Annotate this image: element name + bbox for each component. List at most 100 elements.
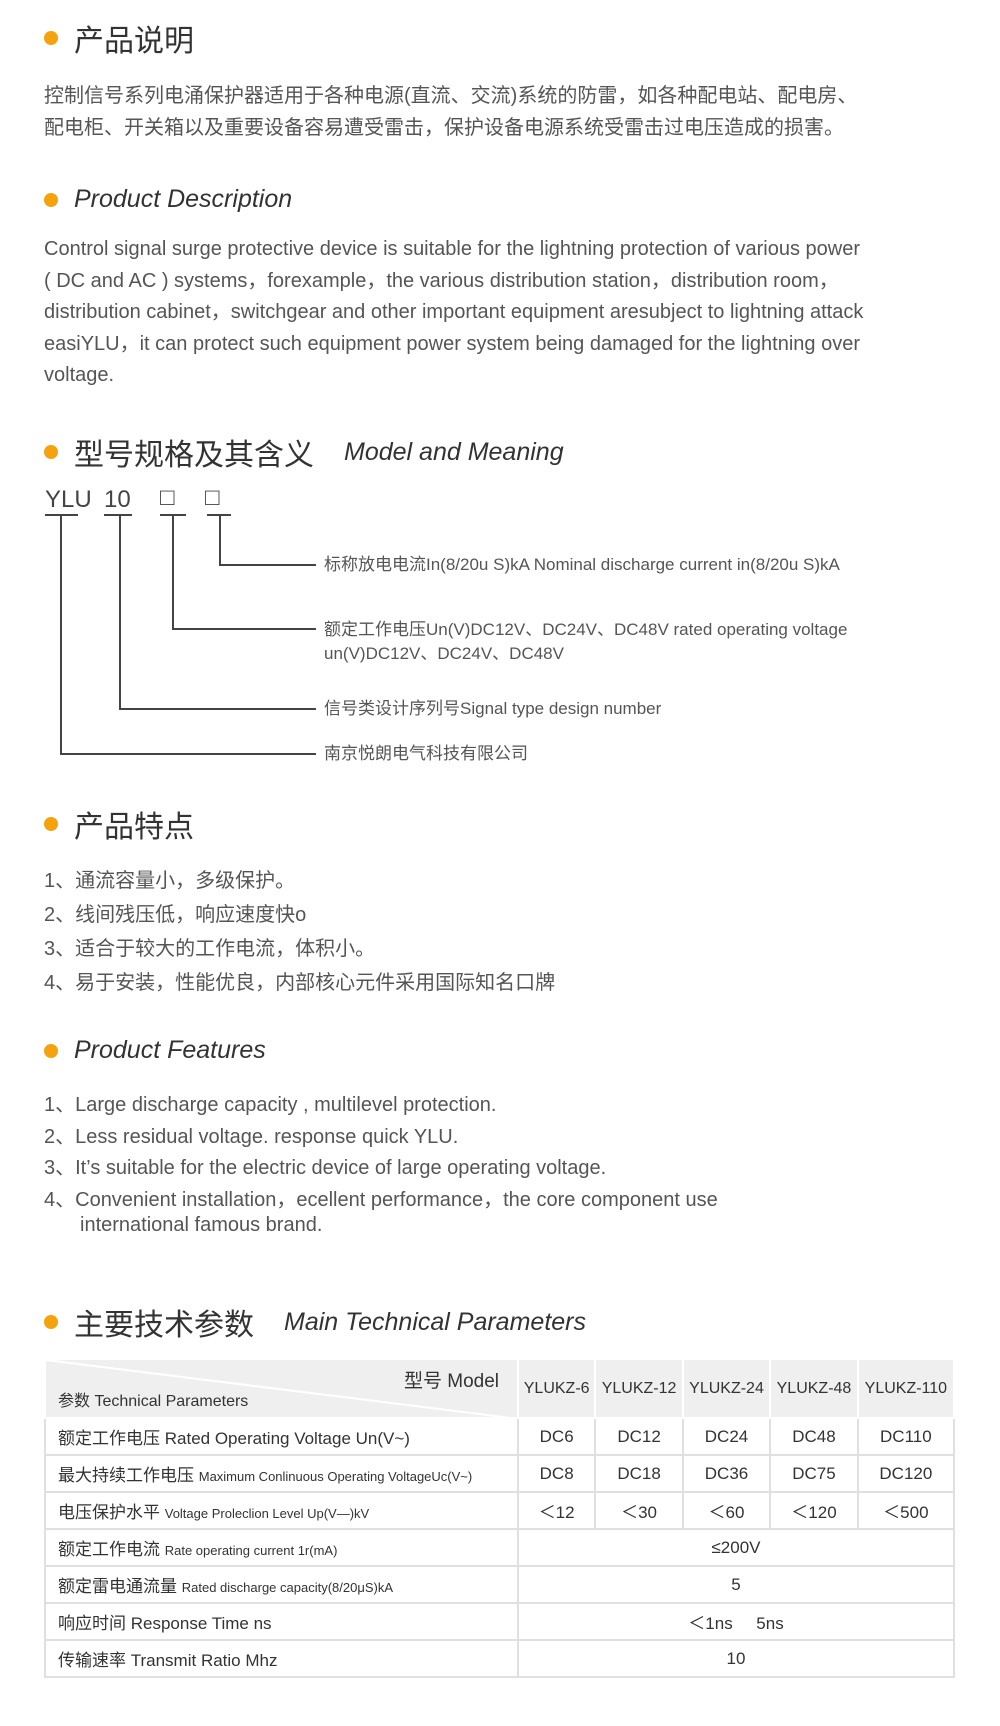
value-cell: DC120 [856, 1454, 956, 1493]
param-cn: 额定工作电压 [58, 1429, 160, 1448]
bullet-dot-icon [44, 1315, 58, 1329]
table-row: 电压保护水平 Voltage Proleclion Level Up(V—)kV… [44, 1491, 956, 1530]
code-prefix: YLU [45, 486, 92, 513]
feature-item: 3、It’s suitable for the electric device … [44, 1157, 607, 1179]
value-cell: DC36 [681, 1454, 772, 1493]
param-en: Rated Operating Voltage Un(V~) [164, 1429, 410, 1448]
param-en: Transmit Ratio Mhz [130, 1651, 278, 1670]
section-heading-features-en: Product Features [44, 1036, 266, 1065]
header-corner-cell: 型号 Model 参数 Technical Parameters [44, 1358, 519, 1419]
table-header-row: 型号 Model 参数 Technical Parameters YLUKZ-6… [44, 1358, 956, 1419]
description-paragraph-en: Control signal surge protective device i… [44, 234, 974, 392]
feature-item: 4、易于安装，性能优良，内部核心元件采用国际知名口牌 [44, 972, 556, 994]
param-en: Response Time ns [130, 1614, 272, 1633]
param-label-cell: 电压保护水平 Voltage Proleclion Level Up(V—)kV [44, 1491, 519, 1530]
value-cell: DC8 [516, 1454, 597, 1493]
table-row: 响应时间 Response Time ns＜1ns 5ns [44, 1602, 955, 1641]
intro-paragraph-cn: 控制信号系列电涌保护器适用于各种电源(直流、交流)系统的防雷，如各种配电站、配电… [44, 81, 857, 144]
diagram-label-nominal-current: 标称放电电流In(8/20u S)kA Nominal discharge cu… [324, 555, 840, 574]
param-label-cell: 最大持续工作电压 Maximum Conlinuous Operating Vo… [44, 1454, 519, 1493]
feature-item: 1、通流容量小，多级保护。 [44, 870, 296, 892]
value-cell: DC48 [769, 1417, 859, 1456]
text-line: distribution cabinet，switchgear and othe… [44, 301, 864, 323]
param-cn: 最大持续工作电压 [58, 1466, 194, 1485]
text-line: 控制信号系列电涌保护器适用于各种电源(直流、交流)系统的防雷，如各种配电站、配电… [44, 85, 858, 107]
param-label-cell: 额定工作电压 Rated Operating Voltage Un(V~) [44, 1417, 519, 1456]
param-en: Rated discharge capacity(8/20μS)kA [181, 1580, 393, 1595]
value-cell: DC75 [769, 1454, 859, 1493]
header-model-label: 型号 Model [403, 1371, 499, 1392]
value-cell-merged: ＜1ns 5ns [517, 1602, 955, 1641]
value-cell: ＜30 [594, 1491, 684, 1530]
param-en: Maximum Conlinuous Operating VoltageUc(V… [198, 1469, 473, 1484]
value-cell: ＜12 [516, 1491, 597, 1530]
section-heading-product-description: Product Description [44, 185, 292, 214]
header-param-label: 参数 Technical Parameters [58, 1393, 249, 1410]
feature-item: international famous brand. [80, 1214, 323, 1236]
param-cn: 额定工作电流 [58, 1540, 160, 1559]
heading-text: 产品特点 [74, 811, 194, 844]
value-cell: ＜60 [681, 1491, 772, 1530]
code-box-1: □ [160, 484, 175, 511]
model-column-header: YLUKZ-48 [769, 1358, 859, 1419]
table-row: 最大持续工作电压 Maximum Conlinuous Operating Vo… [44, 1454, 956, 1493]
text-line: ( DC and AC ) systems，forexample，the var… [44, 269, 839, 292]
heading-text: Product Features [74, 1036, 266, 1064]
section-heading-parameters: 主要技术参数 Main Technical Parameters [44, 1300, 586, 1344]
param-label-cell: 响应时间 Response Time ns [44, 1602, 519, 1641]
section-heading-features-cn: 产品特点 [44, 802, 194, 846]
code-number: 10 [104, 486, 131, 513]
parameters-table: 型号 Model 参数 Technical Parameters YLUKZ-6… [44, 1358, 956, 1678]
heading-text: 产品说明 [74, 25, 194, 58]
table-row: 额定工作电压 Rated Operating Voltage Un(V~)DC6… [44, 1417, 956, 1456]
feature-item: 2、Less residual voltage. response quick … [44, 1126, 459, 1148]
param-cn: 传输速率 [58, 1651, 126, 1670]
model-column-header: YLUKZ-6 [516, 1358, 597, 1419]
param-cn: 额定雷电通流量 [58, 1577, 177, 1596]
heading-text-en: Main Technical Parameters [284, 1307, 586, 1336]
diagram-label-design-number: 信号类设计序列号Signal type design number [324, 699, 662, 718]
heading-text: 主要技术参数 [74, 1309, 254, 1342]
table-row: 额定工作电流 Rate operating current 1r(mA)≤200… [44, 1528, 955, 1567]
value-cell: DC24 [681, 1417, 772, 1456]
feature-item: 4、Convenient installation，ecellent perfo… [44, 1189, 718, 1211]
text-line: voltage. [44, 364, 115, 386]
bullet-dot-icon [44, 1043, 58, 1058]
code-box-2: □ [205, 484, 220, 511]
param-label-cell: 额定工作电流 Rate operating current 1r(mA) [44, 1528, 519, 1567]
bullet-dot-icon [44, 445, 58, 459]
feature-item: 1、Large discharge capacity , multilevel … [44, 1094, 497, 1116]
param-cn: 响应时间 [58, 1614, 126, 1633]
value-cell-merged: ≤200V [517, 1528, 955, 1567]
model-column-header: YLUKZ-24 [681, 1358, 772, 1419]
feature-item: 2、线间残压低，响应速度快o [44, 904, 307, 926]
text-line: 配电柜、开关箱以及重要设备容易遭受雷击，保护设备电源系统受雷击过电压造成的损害。 [44, 116, 844, 139]
model-column-header: YLUKZ-110 [856, 1358, 956, 1419]
value-cell: ＜500 [856, 1491, 956, 1530]
value-cell: DC18 [594, 1454, 684, 1493]
param-label-cell: 传输速率 Transmit Ratio Mhz [44, 1639, 519, 1678]
diagram-label-rated-voltage-2: un(V)DC12V、DC24V、DC48V [324, 644, 564, 663]
value-cell: DC110 [856, 1417, 956, 1456]
feature-item: 3、适合于较大的工作电流，体积小。 [44, 938, 376, 960]
param-label-cell: 额定雷电通流量 Rated discharge capacity(8/20μS)… [44, 1565, 519, 1604]
value-cell-merged: 10 [517, 1639, 955, 1678]
bullet-dot-icon [44, 31, 58, 45]
value-cell-merged: 5 [517, 1565, 955, 1604]
param-en: Voltage Proleclion Level Up(V—)kV [164, 1506, 370, 1521]
model-column-header: YLUKZ-12 [594, 1358, 684, 1419]
text-line: easiYLU，it can protect such equipment po… [44, 332, 861, 355]
table-row: 额定雷电通流量 Rated discharge capacity(8/20μS)… [44, 1565, 955, 1604]
bullet-dot-icon [44, 192, 58, 207]
diagram-label-rated-voltage: 额定工作电压Un(V)DC12V、DC24V、DC48V rated opera… [324, 620, 848, 639]
param-cn: 电压保护水平 [58, 1503, 160, 1522]
bullet-dot-icon [44, 817, 58, 831]
value-cell: DC12 [594, 1417, 684, 1456]
param-en: Rate operating current 1r(mA) [164, 1543, 338, 1558]
text-line: Control signal surge protective device i… [44, 238, 860, 260]
value-cell: DC6 [516, 1417, 597, 1456]
heading-text-en: Model and Meaning [344, 437, 564, 466]
diagonal-divider [46, 1360, 519, 1419]
